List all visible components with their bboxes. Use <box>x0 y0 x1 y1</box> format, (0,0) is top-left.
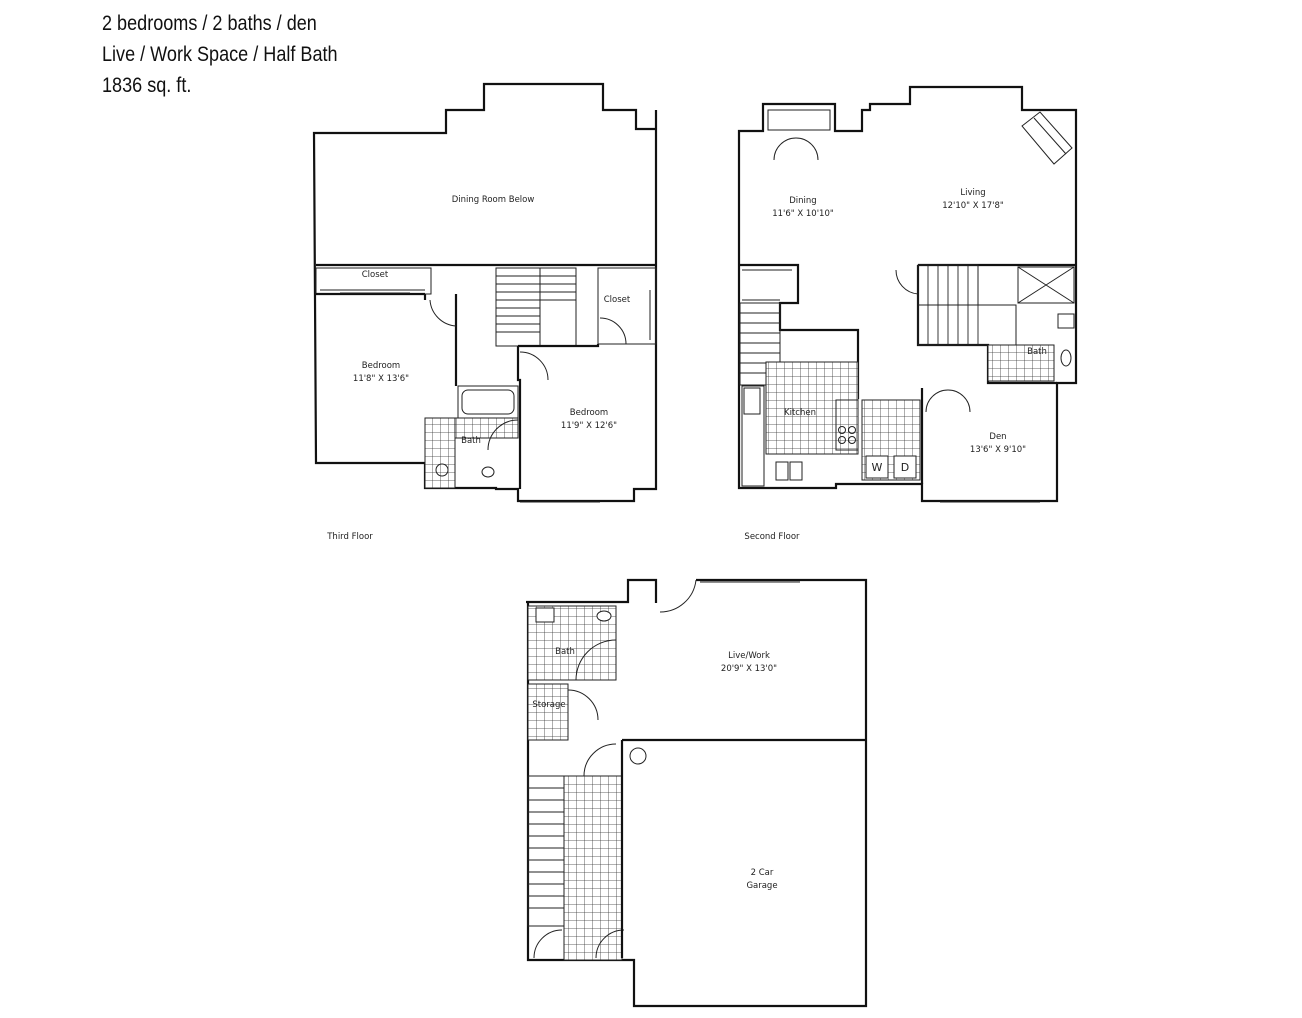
fireplace-icon <box>1021 111 1073 165</box>
second-floor-labels: Dining 11'6" X 10'10" Living 12'10" X 17… <box>744 188 1046 542</box>
toilet-icon <box>435 463 449 477</box>
second-living-label: Living <box>960 188 985 198</box>
sink-icon <box>481 466 495 478</box>
third-closet-right-label: Closet <box>604 295 631 305</box>
second-stairs <box>739 264 1017 386</box>
unit-features: Live / Work Space / Half Bath <box>102 43 338 66</box>
second-bath-toilet-icon <box>1060 349 1072 367</box>
third-stairs <box>495 267 577 347</box>
bathtub-icon <box>461 389 515 415</box>
second-floor-caption: Second Floor <box>744 532 800 542</box>
second-floor-plan <box>737 85 1078 503</box>
third-bedroom1-label: Bedroom <box>362 361 400 371</box>
second-bath-label: Bath <box>1027 347 1047 357</box>
storage-tile <box>527 683 569 741</box>
third-bath-tile-top <box>454 417 519 439</box>
kitchen-floor-tile <box>765 361 859 455</box>
first-floor-plan <box>526 578 868 1008</box>
third-floor-labels: Dining Room Below Closet Closet Bedroom … <box>326 195 631 542</box>
first-bath-sink-icon <box>596 610 612 622</box>
third-bedroom1-size: 11'8" X 13'6" <box>353 374 409 384</box>
second-dining-size: 11'6" X 10'10" <box>772 209 834 219</box>
first-stairs <box>527 775 565 927</box>
water-heater-icon <box>629 747 647 765</box>
second-floor-outline <box>737 85 1078 503</box>
plan-header: 2 bedrooms / 2 baths / den Live / Work S… <box>102 8 376 101</box>
third-closet-left-label: Closet <box>362 270 389 280</box>
dryer-box <box>893 455 917 479</box>
first-bath-toilet-icon <box>535 607 555 623</box>
washer-label: W <box>872 461 883 474</box>
second-dining-french-doors <box>773 137 819 161</box>
first-bath-label: Bath <box>555 647 575 657</box>
unit-area: 1836 sq. ft. <box>102 74 192 97</box>
third-bedroom2-label: Bedroom <box>570 408 608 418</box>
entry-tile <box>563 775 623 961</box>
third-bedroom1-door <box>429 299 457 327</box>
third-floor-caption: Third Floor <box>326 532 373 542</box>
range-icon <box>835 399 859 451</box>
third-bath-tub-area <box>457 385 519 419</box>
second-kitchen-label: Kitchen <box>784 408 816 418</box>
second-bath-tile <box>987 344 1055 382</box>
second-living-size: 12'10" X 17'8" <box>942 201 1004 211</box>
first-floor-labels: Bath Storage Live/Work 20'9" X 13'0" 2 C… <box>532 647 777 891</box>
den-french-doors <box>925 389 971 413</box>
third-dining-below-label: Dining Room Below <box>452 195 535 205</box>
dryer-label: D <box>901 461 909 474</box>
livework-label: Live/Work <box>728 651 770 661</box>
second-dining-label: Dining <box>789 196 816 206</box>
third-bedroom2-size: 11'9" X 12'6" <box>561 421 617 431</box>
second-den-size: 13'6" X 9'10" <box>970 445 1026 455</box>
second-bath-sink-icon <box>1057 313 1075 329</box>
third-bath-tile-left <box>424 417 456 489</box>
garage-label-line2: Garage <box>746 881 777 891</box>
garage-door-swing <box>583 743 617 777</box>
third-bedroom2-door <box>519 351 549 381</box>
livework-size: 20'9" X 13'0" <box>721 664 777 674</box>
second-den-label: Den <box>989 432 1006 442</box>
refrigerator-icon <box>743 387 761 415</box>
third-floor-plan <box>312 82 658 503</box>
livework-entry-door <box>659 579 697 613</box>
garage-label-line1: 2 Car <box>751 868 774 878</box>
third-bath-label: Bath <box>461 436 481 446</box>
first-floor-outline <box>526 578 868 1008</box>
unit-bedrooms-baths: 2 bedrooms / 2 baths / den <box>102 12 317 35</box>
kitchen-sink-left-icon <box>775 461 789 481</box>
washer-box <box>865 455 889 479</box>
third-closet-right <box>597 267 657 345</box>
kitchen-sink-right-icon <box>789 461 803 481</box>
second-closet-door <box>895 269 919 295</box>
second-shower <box>1017 266 1075 304</box>
first-storage-label: Storage <box>532 700 565 710</box>
